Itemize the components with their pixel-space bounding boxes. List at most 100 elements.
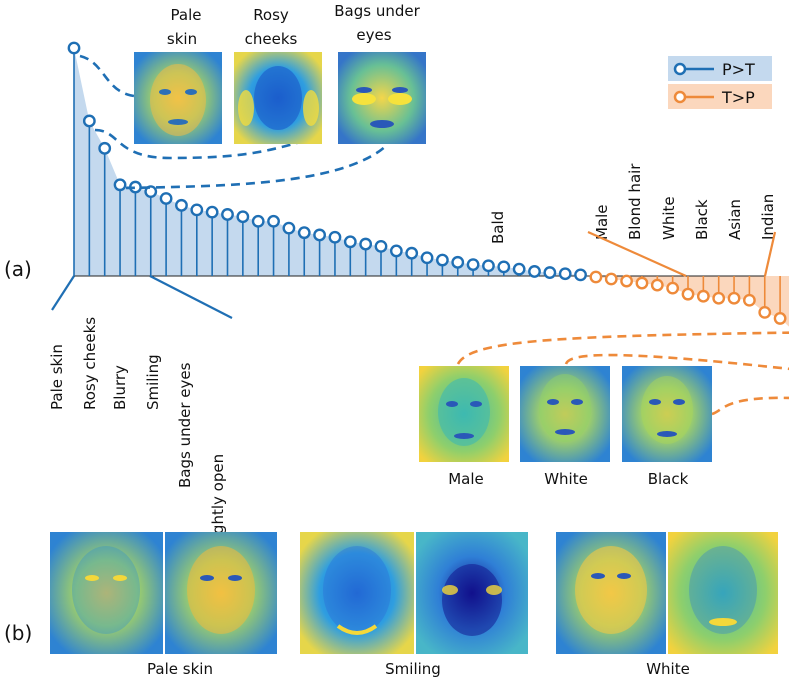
callout-white [564,353,789,371]
pt-marker [251,214,265,228]
thumb-top-caption-rosy-line2: cheeks [245,30,298,48]
tp-label-1: Male [593,204,611,240]
pt-marker [82,114,96,128]
pt-marker [144,185,158,199]
pt-marker [159,192,173,205]
pt-marker [435,253,449,267]
tp-label-3: White [660,196,678,240]
pt-marker [98,141,112,155]
pt-label-0: Pale skin [48,344,66,410]
thumb-mid-caption-male: Male [448,470,484,488]
thumb-top-rosy-cheeks [234,52,322,144]
legend-tp-label: T>P [721,88,755,107]
pt-marker [282,221,296,235]
pt-area-fill [74,48,581,276]
thumb-top-pale-skin [134,52,222,144]
thumb-top-bags-under-eyes [338,52,426,144]
tp-marker [604,272,618,286]
tp-marker [773,312,787,325]
thumb-top-caption-pale-line2: skin [167,30,197,48]
panel-b-pale-skin-pair [50,532,277,654]
callout-rosy-cheeks [94,128,301,160]
pt-marker [190,203,204,217]
pt-marker [374,239,388,253]
pt-leader-pale-skin [51,275,75,311]
pt-marker [528,265,541,278]
panel-b-smiling-pair [300,532,528,654]
callout-pale-skin [79,54,135,98]
tp-leader-indian [763,231,777,277]
callout-male [456,331,789,365]
legend-pt-marker [673,62,687,76]
pt-marker [558,267,572,281]
tp-label-2: Blond hair [626,163,644,240]
tp-marker [681,287,695,301]
tp-marker [727,291,741,305]
pt-marker [574,268,587,282]
pt-marker [175,198,188,212]
thumb-mid-male [419,366,509,462]
top-thumbnails: Pale skin Rosy cheeks Bags under eyes [134,2,426,144]
pt-marker [205,205,219,219]
pt-label-4: Bags under eyes [176,362,194,488]
pt-label-1: Rosy cheeks [81,317,99,410]
panel-b: Pale skin Smiling White [50,532,778,678]
pt-marker [67,41,81,55]
pt-marker [482,259,495,273]
tp-marker [635,276,649,290]
panel-b-caption-smiling: Smiling [385,660,441,678]
thumb-top-caption-bags-line2: eyes [356,26,391,44]
tp-marker [589,270,603,284]
callout-black [711,396,789,416]
thumb-top-caption-pale-line1: Pale [171,6,202,24]
callout-bags-under-eyes [125,145,387,190]
tp-area-fill [595,276,789,327]
tp-leader-male [587,230,687,278]
tp-marker [758,305,772,319]
pt-marker [389,244,403,258]
pt-marker [313,228,326,242]
thumb-top-caption-rosy-line1: Rosy [253,6,289,24]
tp-marker [666,281,680,295]
panel-b-caption-white: White [646,660,690,678]
pt-marker [420,251,434,265]
pt-label-2: Blurry [111,365,129,410]
legend: P>T T>P [668,56,772,109]
panel-label-b: (b) [4,621,32,645]
tp-marker [712,291,726,305]
stem-layer [67,41,787,325]
pt-marker [543,266,557,279]
pt-marker [466,258,480,271]
pt-marker [343,235,357,249]
pt-marker [236,210,250,224]
panel-b-caption-pale-skin: Pale skin [147,660,213,678]
pt-marker [497,260,511,274]
tp-label-bald: Bald [489,211,507,244]
tp-marker [743,293,756,307]
thumb-mid-caption-white: White [544,470,588,488]
panel-b-white-pair [556,532,778,654]
pt-marker [267,214,280,228]
pt-marker [405,246,419,260]
tp-marker [696,289,710,303]
pt-leader-mouth [149,275,233,319]
thumb-mid-white [520,366,610,462]
thumb-mid-caption-black: Black [648,470,689,488]
tp-marker [620,274,633,288]
pt-marker [328,230,342,244]
tp-label-6: Indian [759,194,777,240]
area-layer [74,48,789,327]
legend-tp-marker [673,90,687,104]
pt-marker [221,208,234,221]
pt-marker [113,178,127,192]
pt-label-3: Smiling [144,354,162,410]
tp-label-4: Black [693,199,711,240]
thumb-mid-black [622,366,712,462]
panel-label-a: (a) [4,257,32,281]
mid-thumbnails: Male White Black [419,366,712,488]
legend-pt-label: P>T [722,60,755,79]
pt-marker [512,262,526,276]
tp-marker [650,278,664,292]
